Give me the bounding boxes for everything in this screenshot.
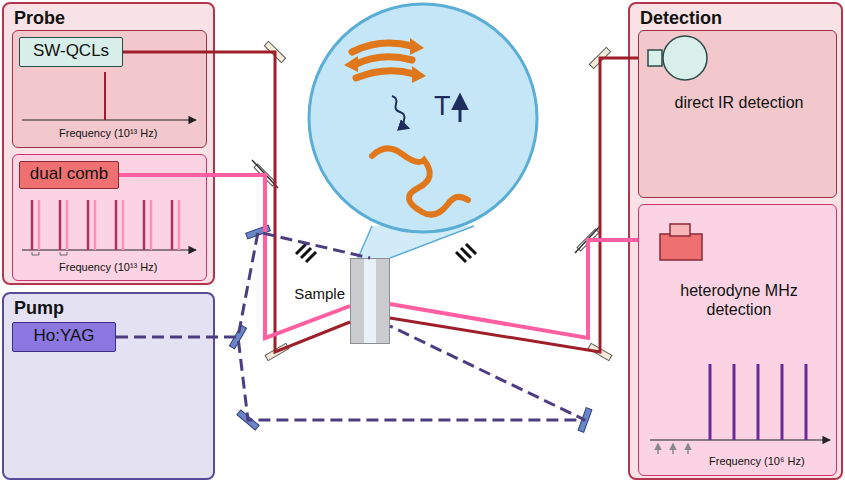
text-label: Sample xyxy=(283,285,345,303)
box-label: dual comb xyxy=(20,164,118,184)
box-label: Ho:YAG xyxy=(13,326,115,346)
probe-beam xyxy=(390,58,638,352)
unfolded-protein xyxy=(372,148,468,214)
panel-title: Pump xyxy=(14,298,134,320)
temperature-label: T xyxy=(434,90,451,122)
mirror xyxy=(264,41,611,360)
pump-panel: PumpHo:YAG xyxy=(2,292,215,480)
laser-source-box: SW-QCLs xyxy=(19,37,123,67)
folded-protein xyxy=(352,43,414,78)
cw-laser-group: Frequency (10¹³ Hz) SW-QCLs xyxy=(12,30,207,148)
temperature-arrow xyxy=(459,96,462,122)
laser-source-box: dual comb xyxy=(19,161,119,189)
heating-pulse xyxy=(392,96,408,128)
detection-panel: Detection direct IR detection heterodyne M… xyxy=(628,2,843,480)
zoom-line xyxy=(390,226,474,258)
text-label: direct IR detection xyxy=(659,93,819,112)
text-label: Frequency (10¹³ Hz) xyxy=(59,261,199,274)
sheet-arrowheads xyxy=(344,38,426,83)
text-label: Frequency (10⁶ Hz) xyxy=(709,455,834,468)
detector-group: heterodyne MHz detectionFrequency (10⁶ H… xyxy=(638,204,837,476)
pump-laser-box: Ho:YAG xyxy=(12,322,116,352)
panel-title: Probe xyxy=(14,8,134,30)
sample-cell: Sample xyxy=(350,258,390,344)
box-label: SW-QCLs xyxy=(20,41,122,61)
probe-panel: ProbeFrequency (10¹³ Hz)SW-QCLsFrequency… xyxy=(2,2,215,285)
zoom-circle xyxy=(309,4,537,232)
flip-arrow xyxy=(252,160,601,253)
detector-group: direct IR detection xyxy=(638,30,837,198)
text-label: heterodyne MHz detection xyxy=(659,281,819,319)
text-label: Frequency (10¹³ Hz) xyxy=(59,127,199,140)
zoom-line xyxy=(358,226,372,258)
comb-beam xyxy=(390,240,638,338)
beam-splitter xyxy=(254,164,599,251)
pump-optics xyxy=(229,225,592,432)
zoom-cone xyxy=(358,226,474,258)
panel-title: Detection xyxy=(640,8,780,30)
comb-group: Frequency (10¹³ Hz) dual comb xyxy=(12,154,207,281)
